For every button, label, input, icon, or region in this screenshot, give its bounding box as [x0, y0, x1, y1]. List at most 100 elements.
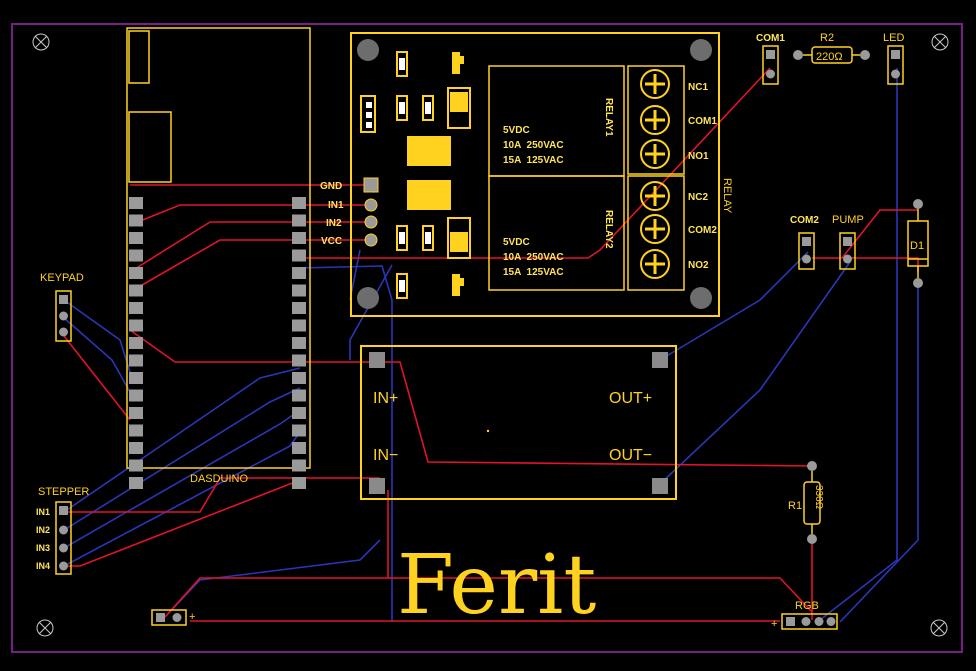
header-pin: [129, 459, 143, 472]
r1-designator: R1: [788, 500, 802, 512]
terminal-label-no2: NO2: [688, 260, 709, 271]
pin-label-in1: IN1: [328, 200, 344, 211]
screw-slot-icon: [645, 254, 665, 274]
terminal-label-no1: NO1: [688, 151, 709, 162]
com1-connector: COM1: [756, 33, 785, 85]
terminal-label-com2: COM2: [688, 225, 717, 236]
out-plus-label: OUT+: [609, 390, 652, 407]
relay2-body: [488, 175, 625, 291]
header-pin: [129, 424, 143, 437]
rgb-label: RGB: [795, 600, 819, 612]
header-pin: [129, 302, 143, 314]
terminal-label-nc2: NC2: [688, 192, 708, 203]
stepper-label: STEPPER: [38, 486, 89, 498]
converter-outline: [360, 345, 677, 500]
mounting-hole-icon: [931, 33, 949, 51]
stepper-pin-in3: IN3: [36, 543, 50, 553]
mounting-holes: [32, 33, 949, 637]
mcu-header-right: [292, 197, 306, 489]
relay2-label: RELAY2: [603, 210, 614, 249]
stepper-pin-in4: IN4: [36, 561, 50, 571]
mcu-label: DASDUINO: [190, 473, 249, 485]
relay-module: RELAY1 5VDC 10A 250VAC 15A 125VAC RELAY2…: [350, 32, 733, 317]
header-pin: [292, 249, 306, 262]
terminal-label-com1: COM1: [688, 116, 717, 127]
header-pin: [129, 407, 143, 419]
relay1-rating-2: 10A 250VAC: [503, 140, 564, 151]
dasduino-module: DASDUINO: [126, 27, 311, 489]
power-connector: +: [151, 609, 195, 626]
mcu-header-left: [129, 197, 143, 489]
header-pin: [292, 389, 306, 402]
pump-label: PUMP: [832, 214, 864, 226]
relay2-rating-2: 10A 250VAC: [503, 252, 564, 263]
header-pin: [292, 232, 306, 244]
stepper-pin-in2: IN2: [36, 525, 50, 535]
header-pin: [292, 354, 306, 367]
header-pin: [292, 337, 306, 349]
header-pin: [292, 477, 306, 489]
terminal-block-2: [627, 175, 685, 291]
header-pin: [129, 372, 143, 384]
relay-mount-hole: [357, 39, 379, 61]
header-pin: [292, 302, 306, 314]
screw-slot-icon: [645, 110, 665, 130]
com2-label: COM2: [790, 215, 819, 226]
relay-outline: [350, 32, 720, 317]
board-outline: [11, 23, 963, 653]
power-plus: +: [189, 611, 195, 623]
stepper-pin-in1: IN1: [36, 507, 50, 517]
header-pin: [129, 354, 143, 367]
header-pin: [292, 407, 306, 419]
r1-value: 330Ω: [813, 485, 824, 510]
in-plus-label: IN+: [373, 390, 398, 407]
in-minus-label: IN−: [373, 447, 398, 464]
header-pin: [129, 389, 143, 402]
dc-converter-module: IN+ IN− OUT+ OUT−: [360, 345, 677, 500]
r2-value: 220Ω: [816, 51, 843, 63]
resistor-r1: R1 330Ω: [788, 461, 824, 544]
header-pin: [129, 197, 143, 209]
relay-title: RELAY: [721, 178, 733, 214]
header-pin: [292, 424, 306, 437]
pin-label-in2: IN2: [326, 218, 342, 229]
mcu-outline: [126, 27, 311, 469]
screw-terminals: [640, 69, 670, 279]
header-pin: [292, 267, 306, 279]
header-pin: [129, 284, 143, 297]
keypad-connector: KEYPAD: [40, 272, 84, 342]
header-pin: [292, 459, 306, 472]
relay1-label: RELAY1: [603, 98, 614, 137]
relay2-rating-3: 15A 125VAC: [503, 267, 564, 278]
header-pin: [292, 372, 306, 384]
mounting-hole-icon: [930, 619, 948, 637]
stepper-connector: STEPPER IN1 IN2 IN3 IN4: [36, 486, 89, 575]
pin-label-gnd: GND: [320, 181, 342, 192]
screw-terminal-icon: [640, 181, 670, 211]
screw-terminal-icon: [640, 214, 670, 244]
relay-mount-hole: [690, 287, 712, 309]
resistor-r2: R2 220Ω: [793, 32, 870, 64]
screw-terminal-icon: [640, 249, 670, 279]
screw-terminal-icon: [640, 139, 670, 169]
screw-terminal-icon: [640, 105, 670, 135]
screw-slot-icon: [645, 74, 665, 94]
screw-slot-icon: [645, 144, 665, 164]
d1-designator: D1: [910, 240, 924, 252]
screw-slot-icon: [645, 219, 665, 239]
led-connector: LED: [883, 32, 904, 85]
rgb-plus: +: [771, 618, 777, 630]
out-minus-label: OUT−: [609, 447, 652, 464]
bottom-traces: [63, 68, 919, 623]
diode-d1: D1: [907, 199, 929, 288]
relay-smd-parts: [360, 51, 471, 299]
mounting-hole-icon: [32, 33, 50, 51]
header-pin: [129, 267, 143, 279]
header-pin: [129, 442, 143, 454]
board-logo: Ferit: [397, 538, 596, 633]
mounting-hole-icon: [36, 619, 54, 637]
relay-input-header: GND IN1 IN2 VCC: [320, 177, 379, 247]
mcu-antenna: [128, 30, 150, 84]
relay1-rating-1: 5VDC: [503, 125, 530, 136]
